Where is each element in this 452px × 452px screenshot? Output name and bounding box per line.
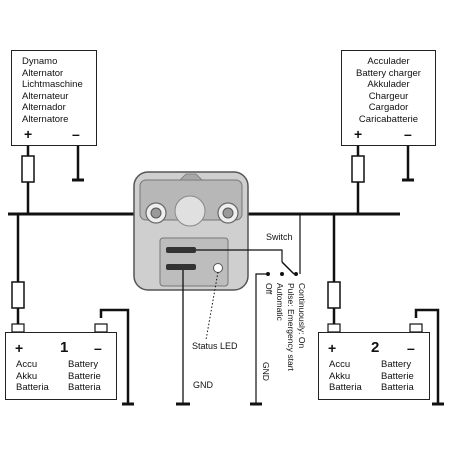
continuously-on-label: Continuously: On — [297, 283, 307, 349]
battery1-negative-wire — [99, 308, 130, 404]
battery1-right-line: Battery — [68, 359, 99, 370]
battery1-left-labels: Accu Akku Batteria — [16, 359, 49, 394]
battery1-right-line: Batterie — [68, 370, 101, 382]
battery2-right-line: Batterie — [381, 370, 414, 382]
alternator-minus: – — [72, 126, 80, 142]
battery2-plus: + — [328, 340, 337, 356]
switch-contact-auto — [280, 272, 284, 276]
battery1-right-labels: Battery Batterie Batteria — [68, 359, 101, 394]
alternator-label-line: Lichtmaschine — [22, 79, 83, 90]
battery2-right-line: Battery — [381, 359, 412, 370]
alternator-label-line: Alternatore — [22, 113, 69, 125]
battery2-number: 2 — [371, 339, 380, 356]
battery1-minus-post — [94, 323, 108, 333]
off-label: Off — [264, 283, 274, 295]
battery2-minus: – — [407, 340, 415, 356]
battery2-left-line: Akku — [329, 370, 351, 382]
battery1-right-line: Batteria — [68, 382, 101, 393]
gnd-label: GND — [193, 380, 213, 390]
battery2-right-labels: Battery Batterie Batteria — [381, 359, 414, 394]
charger-label-line: Acculader — [367, 56, 410, 67]
switch-contact-on — [294, 272, 298, 276]
alternator-labels: Dynamo Alternator Lichtmaschine Alternat… — [22, 56, 83, 125]
charger-minus: – — [404, 126, 412, 142]
battery1-number: 1 — [60, 339, 69, 356]
battery-separator-device — [133, 171, 249, 291]
battery2-box: + 2 – Accu Akku Batteria Battery Batteri… — [318, 332, 430, 400]
battery1-plus-post — [11, 323, 25, 333]
battery2-left-line: Accu — [329, 359, 351, 370]
alternator-box: Dynamo Alternator Lichtmaschine Alternat… — [11, 50, 97, 146]
battery1-left-line: Akku — [16, 370, 38, 382]
alternator-fuse — [21, 155, 35, 183]
charger-plus: + — [354, 126, 363, 142]
charger-label-line: Chargeur — [368, 90, 409, 102]
device-center-cap — [174, 195, 206, 227]
control-signal-wire — [196, 249, 283, 262]
switch-gnd-wire — [255, 273, 268, 404]
alternator-plus: + — [24, 126, 33, 142]
battery1-left-line: Batteria — [16, 382, 49, 393]
battery2-right-line: Batteria — [381, 382, 414, 393]
charger-fuse — [351, 155, 365, 183]
status-led-icon — [213, 263, 223, 273]
charger-labels: Acculader Battery charger Akkulader Char… — [342, 56, 435, 125]
battery2-negative-wire — [414, 308, 440, 404]
alternator-label-line: Alternador — [22, 102, 66, 113]
status-led-label: Status LED — [192, 341, 238, 351]
device-connector-slot-top — [166, 247, 196, 253]
battery1-minus: – — [94, 340, 102, 356]
device-connector-slot-bottom — [166, 264, 196, 270]
charger-label-line: Caricabatterie — [358, 113, 419, 125]
battery2-left-line: Batteria — [329, 382, 362, 393]
alternator-label-line: Alternator — [22, 67, 64, 79]
switch-lever — [281, 261, 295, 275]
battery1-plus: + — [15, 340, 24, 356]
battery2-minus-post — [409, 323, 423, 333]
charger-label-line: Akkulader — [367, 79, 410, 90]
battery1-fuse — [11, 281, 25, 309]
alternator-label-line: Dynamo — [22, 56, 58, 67]
charger-label-line: Cargador — [368, 102, 409, 113]
battery2-fuse — [327, 281, 341, 309]
battery2-left-labels: Accu Akku Batteria — [329, 359, 362, 394]
switch-label: Switch — [266, 232, 293, 242]
charger-label-line: Battery charger — [356, 67, 421, 79]
battery1-box: + 1 – Accu Akku Batteria Battery Batteri… — [5, 332, 117, 400]
charger-box: Acculader Battery charger Akkulader Char… — [341, 50, 436, 146]
battery2-plus-post — [327, 323, 341, 333]
automatic-label: Automatic — [275, 283, 285, 321]
battery1-left-line: Accu — [16, 359, 38, 370]
status-led-leader — [205, 271, 219, 341]
alternator-label-line: Alternateur — [22, 90, 69, 102]
switch-gnd-label: GND — [261, 362, 271, 381]
pulse-emergency-label: Pulse: Emergency start — [286, 283, 296, 371]
